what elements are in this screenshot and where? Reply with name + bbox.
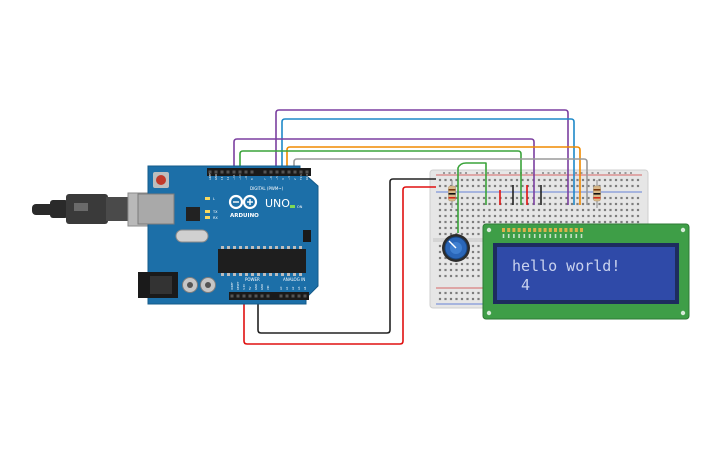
chip-legs xyxy=(221,246,302,276)
wire-gray[interactable] xyxy=(293,158,588,205)
wire-green[interactable] xyxy=(239,150,522,205)
resistor-left[interactable] xyxy=(448,180,456,208)
digital-pin-label: 2 xyxy=(293,178,297,180)
digital-pin-label: ~10 xyxy=(238,174,242,180)
digital-pin-label: 7 xyxy=(263,178,267,180)
wire-pot-wiper[interactable] xyxy=(457,162,487,233)
analog-label: ANALOG IN xyxy=(283,277,305,282)
potentiometer[interactable] xyxy=(442,234,470,262)
bottom-pin-holes xyxy=(230,294,307,298)
bottom-pin-label: A0 xyxy=(279,286,283,290)
wire-purple-inner[interactable] xyxy=(233,138,535,205)
bottom-pin-label: GND xyxy=(260,284,264,290)
lcd-screen xyxy=(497,247,675,300)
atmega-chip xyxy=(218,249,306,273)
digital-pin-label: ~9 xyxy=(244,176,248,180)
led-rx-label: RX xyxy=(213,216,218,220)
bottom-pin-label: A3 xyxy=(297,286,301,290)
digital-pin-label: AREF xyxy=(208,173,212,180)
lcd-module[interactable]: hello world! 4 xyxy=(482,223,690,320)
led-l-label: L xyxy=(213,197,215,201)
bottom-pin-label: A4 xyxy=(303,286,307,290)
lcd-pin-header xyxy=(502,228,583,238)
bottom-pin-label: A1 xyxy=(285,286,289,290)
wire-blue[interactable] xyxy=(281,118,575,205)
wire-orange[interactable] xyxy=(286,146,581,205)
brand-label: ARDUINO xyxy=(230,213,259,219)
digital-header xyxy=(207,168,311,176)
digital-pin-label: TX 1 xyxy=(299,174,303,180)
model-label: UNO xyxy=(265,197,290,210)
digital-pin-label: ~3 xyxy=(287,176,291,180)
led-on-label: ON xyxy=(297,205,303,209)
bottom-pin-label: A2 xyxy=(291,286,295,290)
bottom-pin-label: VIN xyxy=(266,285,270,290)
power-label: POWER xyxy=(245,277,260,282)
digital-pin-label: 4 xyxy=(281,178,285,180)
resistor-right[interactable] xyxy=(593,180,601,208)
wire-black-gnd[interactable] xyxy=(257,178,436,334)
digital-pin-label: 12 xyxy=(226,176,230,180)
digital-pin-label: ~5 xyxy=(275,176,279,180)
digital-label: DIGITAL (PWM~) xyxy=(250,186,284,191)
digital-pin-label: ~6 xyxy=(269,176,273,180)
icsp-header xyxy=(303,230,311,242)
digital-pin-label: ~11 xyxy=(232,174,236,180)
digital-pin-label: RX 0 xyxy=(305,174,309,180)
digital-pin-label: 13 xyxy=(220,176,224,180)
wire-red-5v[interactable] xyxy=(243,186,436,345)
arduino-logo-icon xyxy=(228,194,258,210)
bottom-pin-label: 5V xyxy=(248,286,252,290)
bottom-pin-label: 3.3V xyxy=(242,284,246,290)
led-tx-label: TX xyxy=(212,210,218,214)
lcd-line-1: hello world! xyxy=(512,257,620,275)
wires xyxy=(233,109,588,345)
lcd-line-2: 4 xyxy=(512,276,530,294)
digital-pin-label: 8 xyxy=(250,178,254,180)
usb-port xyxy=(137,193,175,225)
bottom-pin-label: IOREF xyxy=(230,282,234,290)
digital-pin-label: GND xyxy=(214,174,218,180)
bottom-pin-label: GND xyxy=(254,284,258,290)
bottom-pin-label: RESET xyxy=(236,281,240,290)
wire-purple-outer[interactable] xyxy=(275,109,569,205)
digital-pin-holes xyxy=(208,170,309,174)
